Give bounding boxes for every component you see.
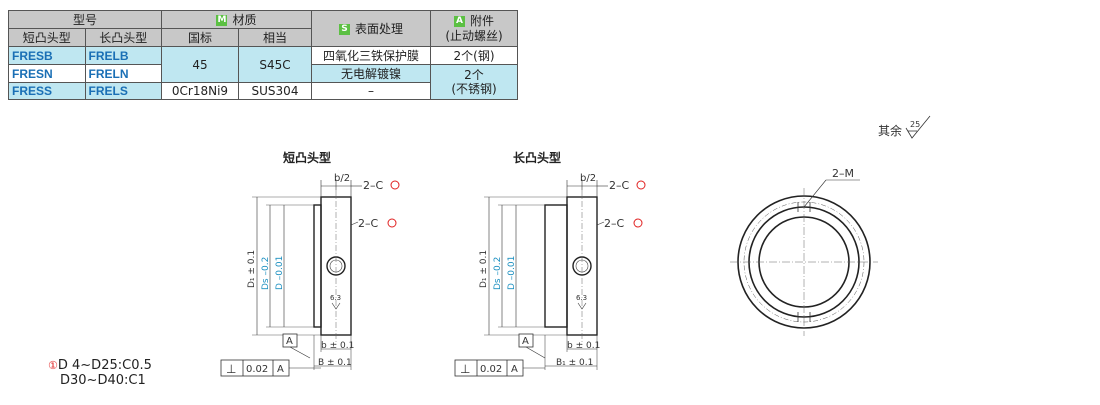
code-long-0: FRELB (84, 46, 162, 65)
short-chamfer-mark2-icon (387, 218, 397, 228)
long-title: 长凸头型 (513, 150, 561, 165)
mat-equiv-1: S45C (238, 46, 312, 83)
long-type-view: 长凸头型 b/2 2–C 2–C D₁ ± 0.1 Ds –0.2 D –0.0… (454, 150, 646, 377)
long-dim-d1: D₁ ± 0.1 (479, 250, 489, 288)
long-dim-2c-side: 2–C (604, 217, 624, 230)
long-datum: A (522, 336, 529, 347)
header-type: 型号 (8, 10, 162, 29)
front-view: 2–M (730, 167, 878, 336)
badge-s-icon: S (338, 24, 350, 35)
header-material-label: 材质 (232, 13, 257, 27)
chamfer-note-line2: D30~D40:C1 (60, 373, 146, 388)
long-roughness: 6.3 (576, 294, 587, 302)
long-tol-value: 0.02 (480, 364, 502, 375)
accessory-2: 2个 (不锈钢) (430, 64, 518, 100)
long-tol-symbol-icon: ⊥ (460, 362, 470, 376)
rest-roughness-value: 25 (910, 120, 920, 129)
code-short-0: FRESB (8, 46, 86, 65)
long-chamfer-mark-icon (636, 180, 646, 190)
badge-a-icon: A (453, 15, 465, 27)
chamfer-note: ①D 4~D25:C0.5 D30~D40:C1 (48, 358, 152, 388)
long-dim-ds: Ds –0.2 (493, 257, 503, 290)
short-dim-2c-side: 2–C (358, 217, 378, 230)
rest-text: 其余 (878, 123, 902, 138)
short-type-view: 短凸头型 b/2 2–C 2–C D₁ ± 0.1 Ds –0.2 D –0.0… (220, 150, 400, 377)
long-chamfer-mark2-icon (633, 218, 643, 228)
short-boss (313, 204, 322, 328)
short-dim-2c-top: 2–C (363, 179, 383, 192)
short-tolerance-frame: ⊥ 0.02 A (220, 359, 321, 377)
short-chamfer-mark-icon (390, 180, 400, 190)
long-tol-datum: A (511, 364, 518, 375)
surface-3: – (311, 82, 431, 100)
short-tol-value: 0.02 (246, 364, 268, 375)
badge-m-icon: M (216, 15, 228, 26)
code-long-2: FRELS (84, 82, 162, 100)
short-title: 短凸头型 (283, 150, 331, 165)
short-tol-symbol-icon: ⊥ (226, 362, 236, 376)
header-long: 长凸头型 (84, 28, 162, 47)
long-tolerance-frame: ⊥ 0.02 A (454, 359, 545, 377)
front-mid-circle (748, 206, 860, 318)
accessory-2-material: (不锈钢) (451, 82, 497, 96)
surface-1: 四氧化三铁保护膜 (311, 46, 431, 65)
short-dim-b2: b/2 (334, 173, 350, 184)
short-tol-datum: A (277, 364, 284, 375)
surface-2: 无电解镀镍 (311, 64, 431, 83)
short-datum: A (286, 336, 293, 347)
accessory-1: 2个(钢) (430, 46, 518, 65)
long-boss (544, 204, 568, 328)
short-dim-d: D –0.01 (275, 256, 285, 290)
short-roughness: 6.3 (330, 294, 341, 302)
accessory-2-count: 2个 (464, 68, 484, 82)
front-dim-2m: 2–M (832, 167, 854, 180)
header-short: 短凸头型 (8, 28, 86, 47)
chamfer-note-line1: D 4~D25:C0.5 (57, 358, 152, 373)
header-equiv: 相当 (238, 28, 312, 47)
mat-std-2: 0Cr18Ni9 (161, 82, 239, 100)
long-dim-2c-top: 2–C (609, 179, 629, 192)
short-dim-d1: D₁ ± 0.1 (247, 250, 257, 288)
code-short-2: FRESS (8, 82, 86, 100)
short-dim-ds: Ds –0.2 (261, 257, 271, 290)
long-dim-b: b ± 0.1 (567, 341, 600, 351)
long-dim-b2: b/2 (580, 173, 596, 184)
header-material: M 材质 (161, 10, 312, 29)
mat-equiv-2: SUS304 (238, 82, 312, 100)
long-dim-B1: B₁ ± 0.1 (556, 358, 593, 368)
code-short-1: FRESN (8, 64, 86, 83)
rest-roughness-icon (905, 115, 931, 139)
header-accessory: A 附件 (止动螺丝) (430, 10, 518, 47)
header-accessory-label: 附件 (469, 13, 494, 28)
mat-std-1: 45 (161, 46, 239, 83)
header-surface: S 表面处理 (311, 10, 431, 47)
header-accessory-sub: (止动螺丝) (445, 28, 503, 43)
short-dim-b: b ± 0.1 (321, 341, 354, 351)
chamfer-note-icon: ① (48, 359, 58, 372)
short-dim-B: B ± 0.1 (318, 358, 352, 368)
long-dim-d: D –0.01 (507, 256, 517, 290)
header-surface-label: 表面处理 (354, 22, 403, 36)
